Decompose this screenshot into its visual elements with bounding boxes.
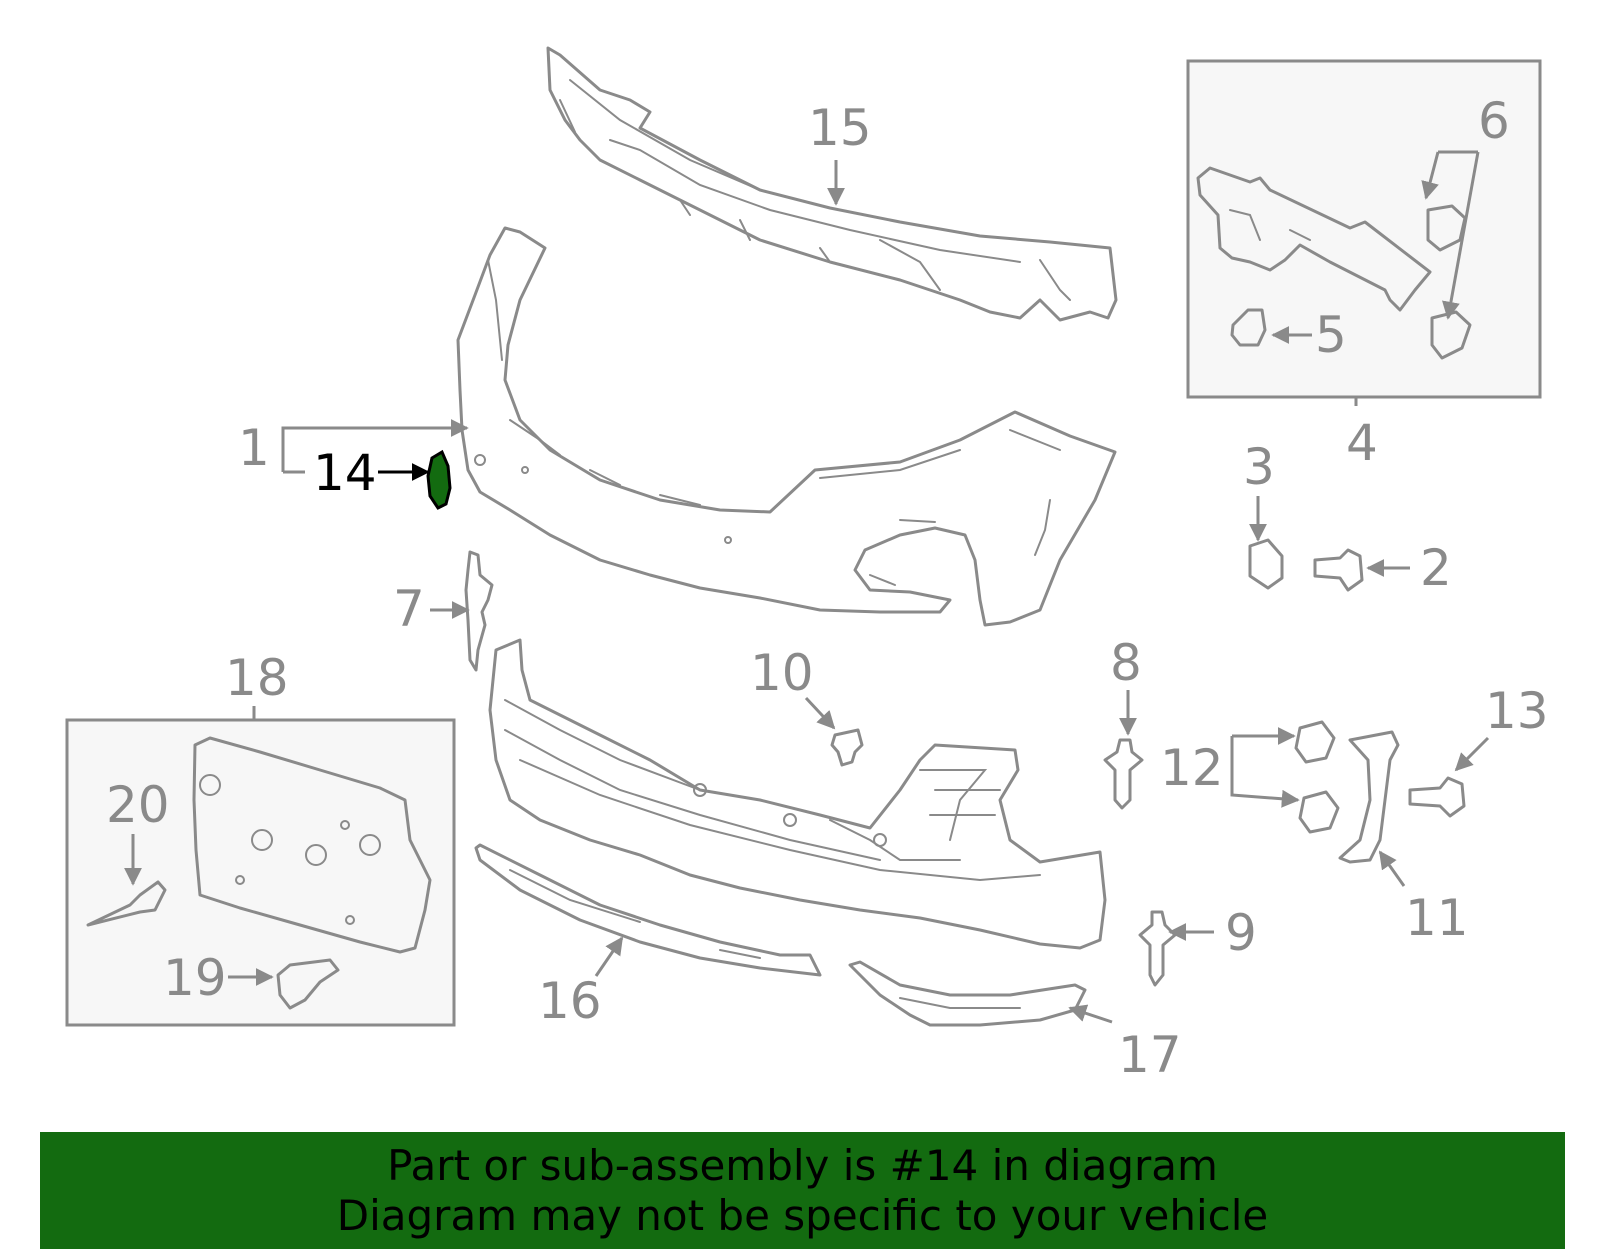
corner-trim-part-17: [848, 960, 1087, 1027]
energy-absorber-part-15: [546, 46, 1118, 322]
callout-11: 11: [1405, 889, 1469, 947]
bracket-part-7: [464, 550, 494, 672]
fasteners: [830, 538, 1466, 987]
callout-10: 10: [750, 644, 814, 702]
banner-line-1: Part or sub-assembly is #14 in diagram: [387, 1141, 1218, 1190]
callout-5: 5: [1315, 306, 1347, 364]
callout-4: 4: [1346, 414, 1378, 472]
lower-trim-part-16: [474, 843, 822, 977]
license-plate-bracket-box: [65, 718, 456, 1027]
callout-17: 17: [1118, 1026, 1182, 1084]
callout-16: 16: [538, 972, 602, 1030]
callout-12: 12: [1160, 739, 1224, 797]
callout-19: 19: [163, 949, 227, 1007]
banner-line-2: Diagram may not be specific to your vehi…: [336, 1191, 1269, 1240]
callout-15: 15: [808, 99, 872, 157]
callout-6: 6: [1478, 92, 1510, 150]
callout-14: 14: [313, 444, 377, 502]
info-banner: Part or sub-assembly is #14 in diagram D…: [40, 1132, 1565, 1249]
highlighted-part-14: [426, 449, 452, 510]
callout-7: 7: [393, 580, 425, 638]
callout-13: 13: [1485, 682, 1549, 740]
lower-bumper-assembly: [488, 638, 1107, 950]
support-bracket-box: [1186, 59, 1542, 399]
callout-9: 9: [1225, 904, 1257, 962]
callout-2: 2: [1420, 539, 1452, 597]
leader-lines: [124, 150, 1490, 1024]
callout-8: 8: [1110, 634, 1142, 692]
callout-20: 20: [106, 776, 170, 834]
callout-1: 1: [238, 419, 270, 477]
callout-18: 18: [225, 649, 289, 707]
callout-3: 3: [1243, 438, 1275, 496]
bumper-cover-part-1: [456, 226, 1117, 627]
